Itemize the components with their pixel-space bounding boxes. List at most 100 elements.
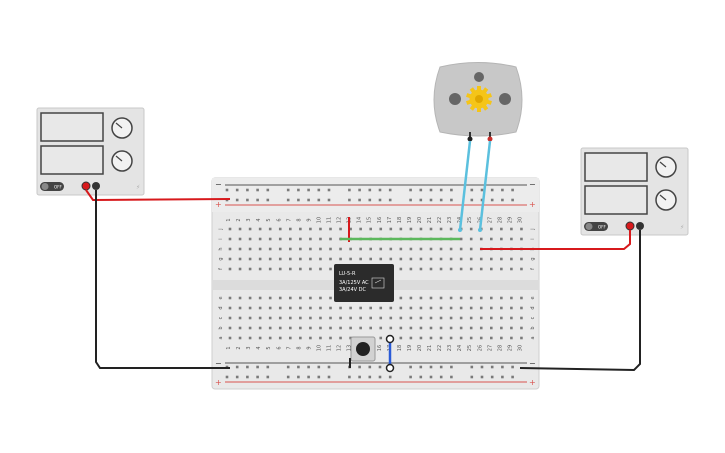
hole xyxy=(329,237,332,241)
motor-wire-2[interactable] xyxy=(478,140,492,231)
row-letter: a xyxy=(530,336,536,339)
hole xyxy=(429,365,433,369)
rail-plus-symbol: + xyxy=(215,200,222,209)
psu-display-current xyxy=(584,185,648,215)
hole xyxy=(511,198,514,202)
power-supply-right[interactable]: OFF ⚡ xyxy=(580,147,689,236)
hole xyxy=(429,198,433,202)
pushbutton-cap[interactable] xyxy=(356,342,370,356)
hole xyxy=(297,375,300,379)
hole xyxy=(409,188,412,192)
switch-label: OFF xyxy=(598,225,606,230)
hole xyxy=(278,296,282,300)
wire-left-negative[interactable] xyxy=(95,190,230,369)
motor-terminal-1[interactable] xyxy=(467,136,473,142)
hole xyxy=(490,375,494,379)
hole xyxy=(238,316,242,320)
hole xyxy=(319,336,322,340)
hole xyxy=(439,257,443,261)
power-supply-left[interactable]: OFF ⚡ xyxy=(36,107,145,196)
hole xyxy=(256,365,259,369)
motor-wire-1[interactable] xyxy=(458,140,472,231)
hole xyxy=(520,316,523,320)
hole xyxy=(268,296,272,300)
wire-right-positive[interactable] xyxy=(480,230,631,250)
hole xyxy=(258,316,262,320)
hole xyxy=(399,306,403,310)
hole xyxy=(449,227,453,231)
hole xyxy=(278,326,282,330)
hole xyxy=(379,316,383,320)
column-number: 5 xyxy=(266,218,272,221)
hole xyxy=(228,296,232,300)
hole xyxy=(368,188,372,192)
hole xyxy=(459,326,463,330)
column-number: 25 xyxy=(467,345,473,351)
hole xyxy=(358,198,361,202)
positive-terminal[interactable] xyxy=(625,221,635,231)
hole xyxy=(479,296,483,300)
hole xyxy=(490,316,493,320)
hole xyxy=(228,257,232,261)
motor-terminal-2[interactable] xyxy=(487,136,493,142)
hole xyxy=(490,336,493,340)
negative-terminal[interactable] xyxy=(636,222,644,230)
hole xyxy=(297,198,300,202)
column-number: 30 xyxy=(517,217,523,223)
wire-left-positive[interactable] xyxy=(85,189,231,202)
hole xyxy=(520,296,523,300)
hole xyxy=(238,306,242,310)
hole xyxy=(319,296,322,300)
hole xyxy=(329,336,332,340)
column-number: 21 xyxy=(427,217,433,223)
hole xyxy=(479,257,483,261)
positive-terminal[interactable] xyxy=(81,181,91,191)
hole xyxy=(469,227,473,231)
column-number: 23 xyxy=(447,345,453,351)
hole xyxy=(268,316,272,320)
hole xyxy=(500,227,503,231)
hole xyxy=(246,365,249,369)
hole xyxy=(327,365,331,369)
pushbutton[interactable] xyxy=(350,336,376,362)
hole xyxy=(520,336,523,340)
hole xyxy=(278,267,282,271)
dc-motor[interactable] xyxy=(433,62,523,142)
hole xyxy=(500,237,503,241)
hole xyxy=(349,336,352,340)
hole xyxy=(319,267,322,271)
hole xyxy=(389,316,393,320)
hole xyxy=(289,306,292,310)
negative-terminal[interactable] xyxy=(92,182,100,190)
hole xyxy=(409,306,413,310)
hole xyxy=(238,326,242,330)
hole xyxy=(369,257,372,261)
relay[interactable]: LU-5-R 3A/125V AC 3A/24V DC xyxy=(334,264,394,302)
hole xyxy=(500,296,503,300)
hole xyxy=(490,296,493,300)
wire-right-negative[interactable] xyxy=(519,230,641,372)
hole xyxy=(228,316,232,320)
hole xyxy=(511,188,514,192)
hole xyxy=(289,267,292,271)
voltage-knob-indicator xyxy=(115,122,123,129)
hole xyxy=(369,306,372,310)
hole xyxy=(358,375,361,379)
hole xyxy=(429,247,433,251)
hole xyxy=(469,306,473,310)
hole xyxy=(459,336,463,340)
rail-plus-symbol: + xyxy=(529,378,536,387)
hole xyxy=(378,375,382,379)
hole xyxy=(449,306,453,310)
hole xyxy=(459,316,463,320)
hole xyxy=(419,306,423,310)
hole xyxy=(358,365,361,369)
hole xyxy=(520,267,523,271)
hole xyxy=(368,375,372,379)
hole xyxy=(329,227,332,231)
hole xyxy=(389,247,393,251)
hole xyxy=(469,247,473,251)
hole xyxy=(389,227,393,231)
hole xyxy=(309,336,312,340)
hole xyxy=(256,188,259,192)
